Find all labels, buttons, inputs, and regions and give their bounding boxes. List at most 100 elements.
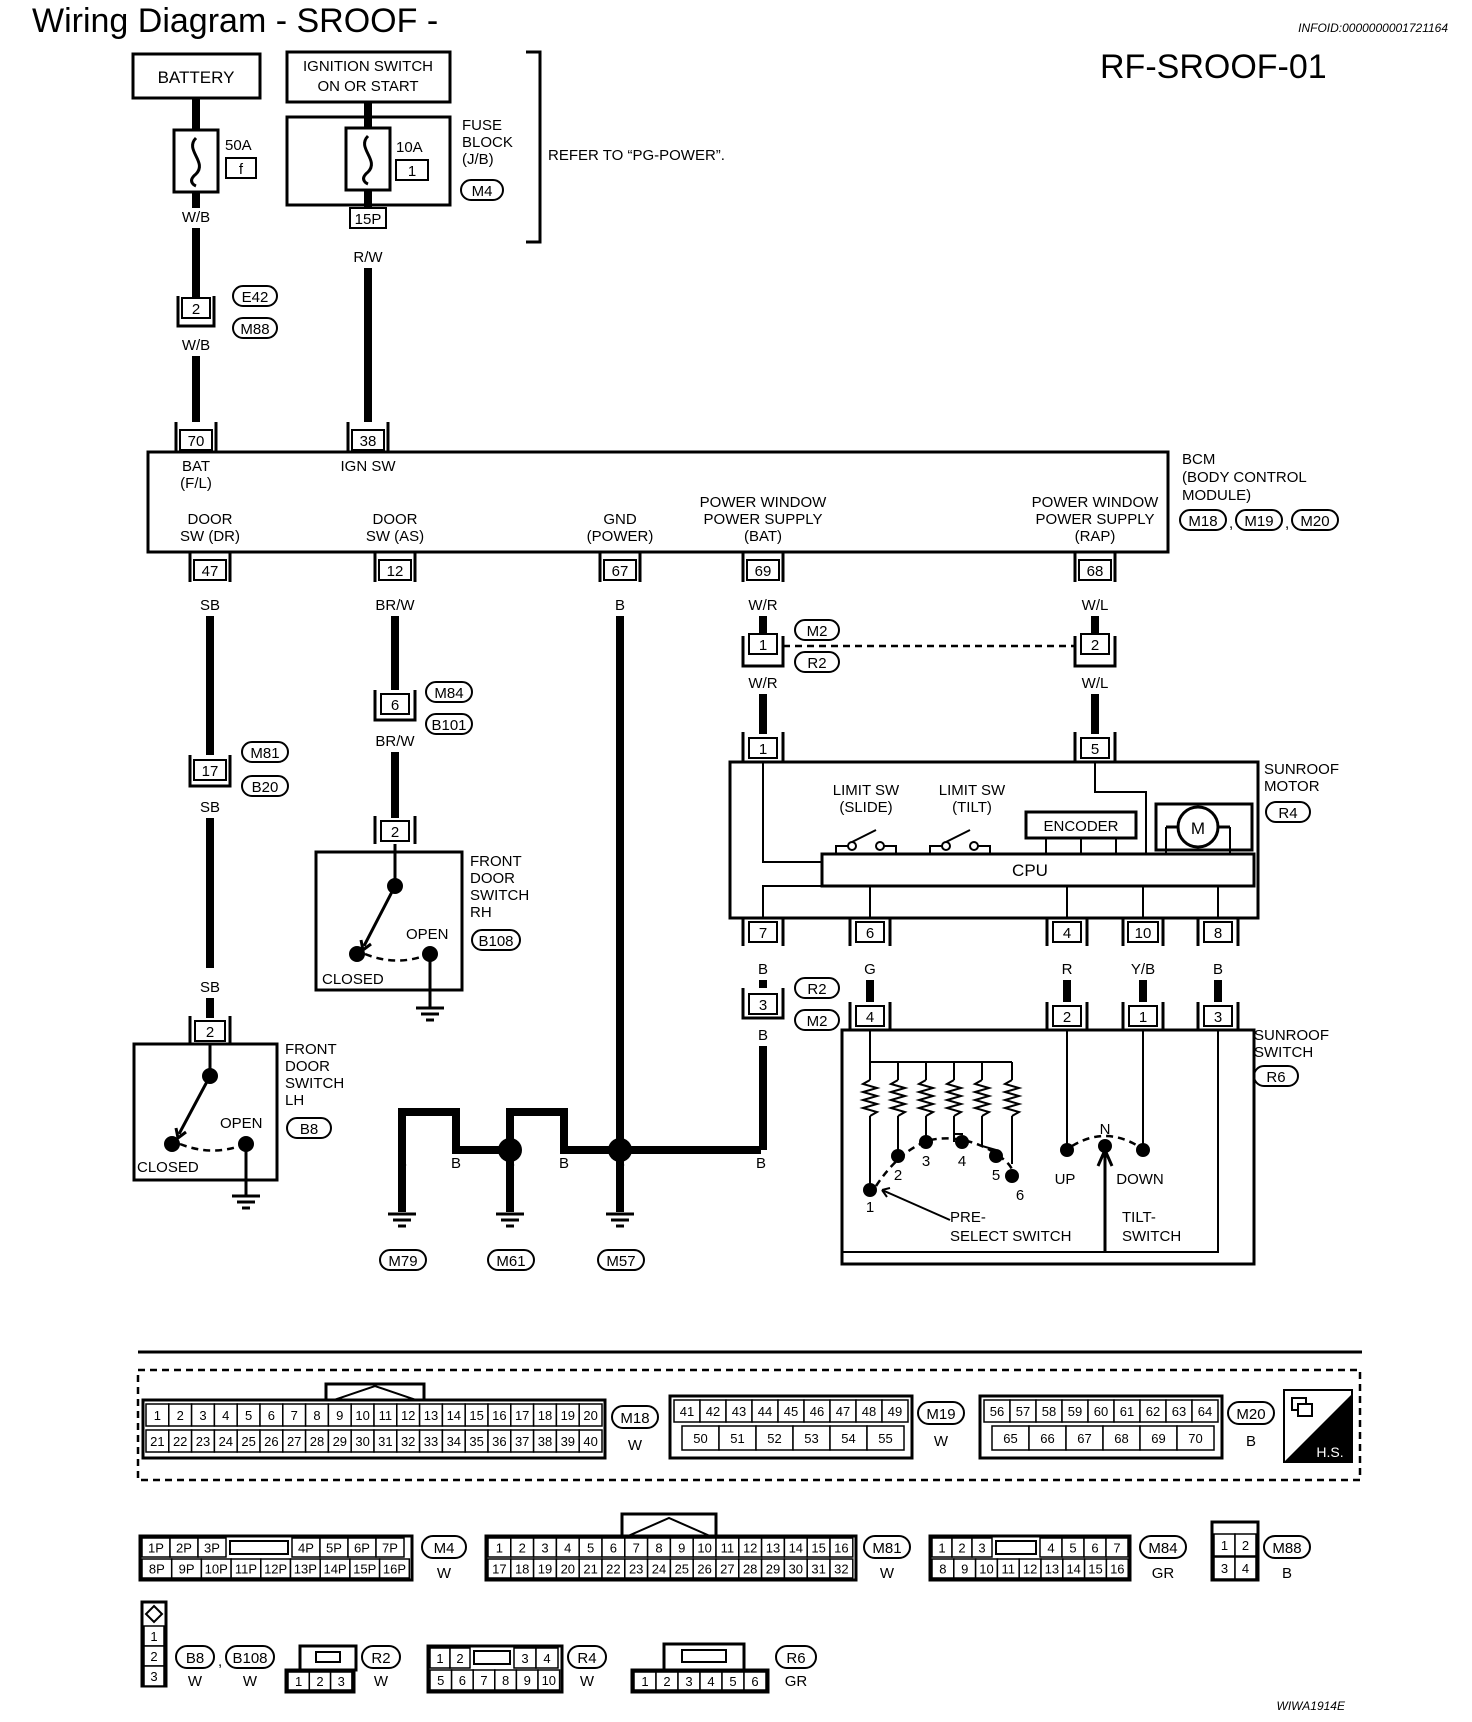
svg-text:IGN SW: IGN SW (341, 458, 397, 475)
svg-text:R2: R2 (371, 1650, 390, 1667)
pin-number: 34 (447, 1434, 461, 1449)
pin-number: 17 (492, 1562, 506, 1577)
pin-number: 29 (766, 1562, 780, 1577)
svg-text:DOOR: DOOR (373, 511, 418, 528)
pin-cell (329, 1671, 353, 1691)
pin-number: 63 (1172, 1404, 1186, 1419)
ground-m57: M57 (597, 1212, 645, 1271)
svg-text:ENCODER: ENCODER (1043, 818, 1118, 835)
svg-text:POWER SUPPLY: POWER SUPPLY (704, 511, 823, 528)
pin-number: 2 (1242, 1538, 1249, 1553)
svg-text:R4: R4 (1278, 805, 1297, 822)
svg-text:SB: SB (200, 597, 220, 614)
svg-text:M19: M19 (1244, 513, 1273, 530)
pin-number: 17 (515, 1408, 529, 1423)
pin-number: 9 (524, 1673, 531, 1688)
svg-text:3: 3 (1214, 1009, 1222, 1026)
pin-number: 1 (436, 1651, 443, 1666)
pin-cell (375, 1537, 405, 1558)
svg-text:B108: B108 (232, 1650, 267, 1667)
fuse-10a-amps: 10A (396, 139, 423, 156)
pin-number: 5P (326, 1541, 342, 1556)
svg-text:W: W (934, 1433, 949, 1450)
pin-cell (1065, 1425, 1104, 1451)
pin-number: 3 (521, 1651, 528, 1666)
pin-number: 59 (1068, 1404, 1082, 1419)
svg-text:,: , (218, 1653, 222, 1670)
splice-m57 (608, 1138, 632, 1162)
svg-text:LIMIT SW: LIMIT SW (833, 782, 900, 799)
svg-text:M: M (1191, 819, 1205, 838)
svg-text:SB: SB (200, 799, 220, 816)
svg-text:2: 2 (391, 824, 399, 841)
pin-number: 9 (336, 1408, 343, 1423)
bcm-pin-12: 12 (373, 552, 417, 582)
svg-text:CPU: CPU (1012, 861, 1048, 880)
pin-number: 11 (721, 1541, 735, 1556)
pin-number: 4 (222, 1408, 229, 1423)
svg-text:8: 8 (1214, 925, 1222, 942)
pin-number: 3 (338, 1674, 345, 1689)
pin-number: 35 (469, 1434, 483, 1449)
pin-number: 69 (1151, 1431, 1165, 1446)
door-switch-lh: 2 OPEN CLOSED (132, 1016, 279, 1196)
svg-text:FRONT: FRONT (285, 1041, 337, 1058)
svg-text:,: , (1229, 515, 1233, 532)
pin-number: 46 (810, 1404, 824, 1419)
svg-text:B108: B108 (478, 933, 513, 950)
connector-r6-label: R6 (1253, 1065, 1299, 1087)
pin-number: 19 (561, 1408, 575, 1423)
svg-text:7: 7 (759, 925, 767, 942)
svg-text:B: B (397, 1155, 407, 1172)
svg-text:M4: M4 (434, 1540, 455, 1557)
svg-text:SELECT SWITCH: SELECT SWITCH (950, 1228, 1071, 1245)
fuse-block-connector: M4 (472, 183, 493, 200)
fuse-10a-id: 1 (408, 163, 416, 180)
pin-number: 24 (219, 1434, 233, 1449)
fuse-block-label-1: FUSE (462, 117, 502, 134)
svg-text:B: B (1246, 1433, 1256, 1450)
connector-r2-label: R2 W (361, 1645, 401, 1690)
pin-number: 7 (633, 1541, 640, 1556)
svg-text:BAT: BAT (182, 458, 210, 475)
pin-number: 62 (1146, 1404, 1160, 1419)
svg-text:R6: R6 (786, 1650, 805, 1667)
connector-m19-label: M19 W (917, 1401, 965, 1450)
pin-number: 23 (196, 1434, 210, 1449)
bcm-title-3: MODULE) (1182, 487, 1251, 504)
pin-number: 28 (310, 1434, 324, 1449)
pin-number: 9 (678, 1541, 685, 1556)
connector-b8-b108-label: B8 , B108 W W (175, 1645, 275, 1690)
inline-connector-m81-b20: 17 M81 B20 (188, 741, 289, 797)
pin-number: 18 (515, 1562, 529, 1577)
pin-cell (378, 1558, 411, 1579)
svg-text:M79: M79 (388, 1253, 417, 1270)
svg-text:DOOR: DOOR (470, 870, 515, 887)
pin-number: 10 (542, 1673, 556, 1688)
svg-text:W/L: W/L (1082, 597, 1109, 614)
svg-text:M19: M19 (926, 1406, 955, 1423)
connector-m4-label: M4 W (421, 1535, 467, 1582)
pin-number: 15 (811, 1541, 825, 1556)
connector-m20-label: M20 B (1227, 1401, 1275, 1450)
pin-number: 21 (583, 1562, 597, 1577)
svg-text:SWITCH: SWITCH (1122, 1228, 1181, 1245)
pin-number: 67 (1077, 1431, 1091, 1446)
pin-number: 24 (652, 1562, 666, 1577)
pin-cell (866, 1425, 905, 1451)
ignition-label-2: ON OR START (317, 78, 418, 95)
pin-number: 10 (697, 1541, 711, 1556)
svg-text:B: B (1282, 1565, 1292, 1582)
pin-number: 6 (1091, 1541, 1098, 1556)
svg-text:1: 1 (759, 637, 767, 654)
pin-number: 11 (1002, 1562, 1016, 1577)
svg-text:SB: SB (200, 979, 220, 996)
pin-cell (535, 1647, 559, 1669)
svg-text:4: 4 (958, 1153, 966, 1170)
pin-number: 13 (766, 1541, 780, 1556)
pin-number: 18 (538, 1408, 552, 1423)
pin-number: 58 (1042, 1404, 1056, 1419)
